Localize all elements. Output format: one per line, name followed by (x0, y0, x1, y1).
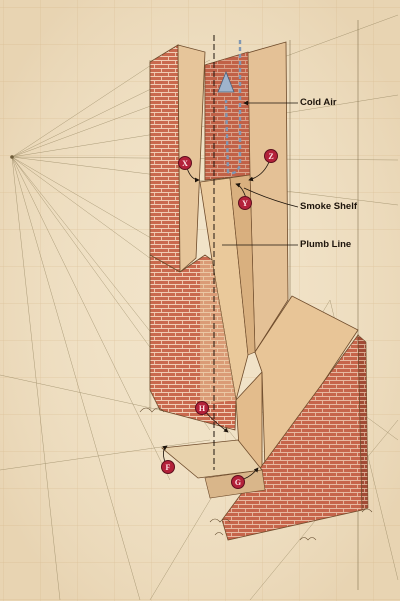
smoke-shelf-label: Smoke Shelf (300, 201, 358, 212)
marker-h: H (195, 401, 209, 415)
marker-f: F (161, 460, 175, 474)
cold-air-path (224, 40, 242, 175)
left-stack-side (177, 44, 206, 273)
marker-g: G (231, 475, 245, 489)
plumb-line-label: Plumb Line (300, 239, 352, 250)
left-brick-stack (149, 44, 181, 273)
vanishing-point (10, 155, 14, 159)
marker-x: X (178, 156, 192, 170)
marker-z: Z (264, 149, 278, 163)
marker-y: Y (238, 196, 252, 210)
cold-air-label: Cold Air (300, 97, 337, 108)
buttress-side (357, 334, 369, 511)
throat-slope (199, 177, 249, 401)
ground-texture (139, 407, 373, 541)
updraft-arrow-icon (217, 70, 235, 93)
leader-lines (222, 100, 299, 246)
